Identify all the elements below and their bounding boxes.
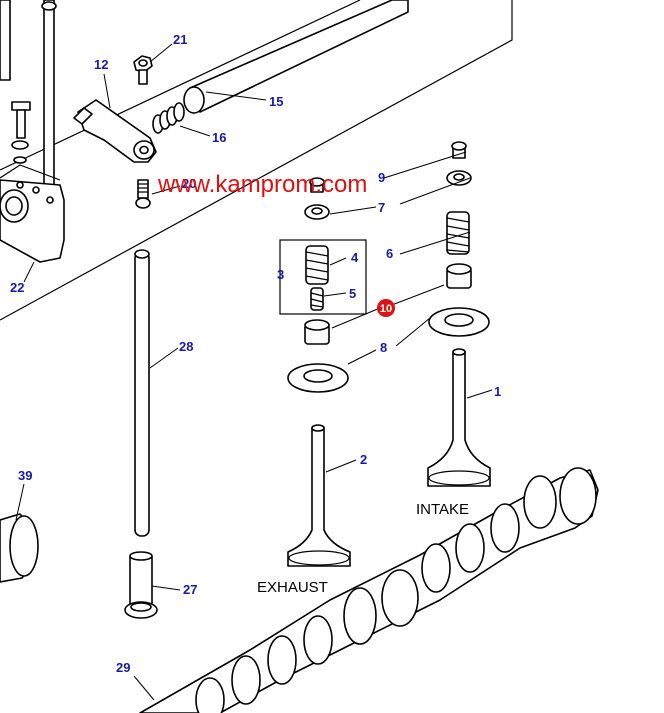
callout-16[interactable]: 16 <box>212 130 226 145</box>
callout-15[interactable]: 15 <box>269 94 283 109</box>
callout-numbers: 1 2 3 4 5 6 7 8 9 10 12 15 16 20 21 22 2… <box>10 32 501 675</box>
valve-cap <box>451 141 467 159</box>
callout-3[interactable]: 3 <box>277 267 284 282</box>
camshaft-39 <box>0 513 39 583</box>
spring-seat-exhaust <box>287 363 349 393</box>
push-rod <box>134 249 150 537</box>
callout-1[interactable]: 1 <box>494 384 501 399</box>
collet-intake <box>446 170 472 186</box>
cap-exhaust <box>309 177 325 193</box>
callout-39[interactable]: 39 <box>18 468 32 483</box>
callout-29[interactable]: 29 <box>116 660 130 675</box>
callout-27[interactable]: 27 <box>183 582 197 597</box>
callout-22[interactable]: 22 <box>10 280 24 295</box>
intake-spring <box>446 211 470 255</box>
stem-seal-intake <box>446 263 472 289</box>
callout-2[interactable]: 2 <box>360 452 367 467</box>
callout-5[interactable]: 5 <box>349 286 356 301</box>
rocker-bracket <box>0 164 65 263</box>
callout-8[interactable]: 8 <box>380 340 387 355</box>
callout-21[interactable]: 21 <box>173 32 187 47</box>
watermark: www.kamprom.com <box>157 171 367 198</box>
tappet <box>124 551 158 619</box>
callout-7[interactable]: 7 <box>378 200 385 215</box>
callout-12[interactable]: 12 <box>94 57 108 72</box>
callout-10-hotspot[interactable]: 10 <box>377 299 395 317</box>
spring-seat-intake <box>428 307 490 337</box>
intake-valve <box>427 348 491 487</box>
head-cover-outline <box>0 0 513 321</box>
camshaft-29 <box>139 467 599 713</box>
callout-6[interactable]: 6 <box>386 246 393 261</box>
hotspot-marker <box>377 299 395 317</box>
exhaust-label: EXHAUST <box>257 579 328 596</box>
callout-10: 10 <box>380 303 392 315</box>
adjusting-screw <box>135 179 151 209</box>
collet-exhaust <box>304 204 330 220</box>
spring-16 <box>152 102 185 134</box>
exhaust-valve <box>287 424 351 567</box>
callout-9[interactable]: 9 <box>378 170 385 185</box>
rocker-shaft <box>183 0 409 114</box>
stem-seal-exhaust <box>304 319 330 345</box>
callout-20[interactable]: 20 <box>182 176 196 191</box>
nut-21 <box>133 55 153 85</box>
callout-4[interactable]: 4 <box>351 250 359 265</box>
bracket-studs <box>0 0 57 211</box>
leader-lines <box>15 43 493 701</box>
spring-set-box <box>279 239 367 315</box>
callout-28[interactable]: 28 <box>179 339 193 354</box>
intake-label: INTAKE <box>416 501 469 518</box>
rocker-arm <box>73 99 157 163</box>
